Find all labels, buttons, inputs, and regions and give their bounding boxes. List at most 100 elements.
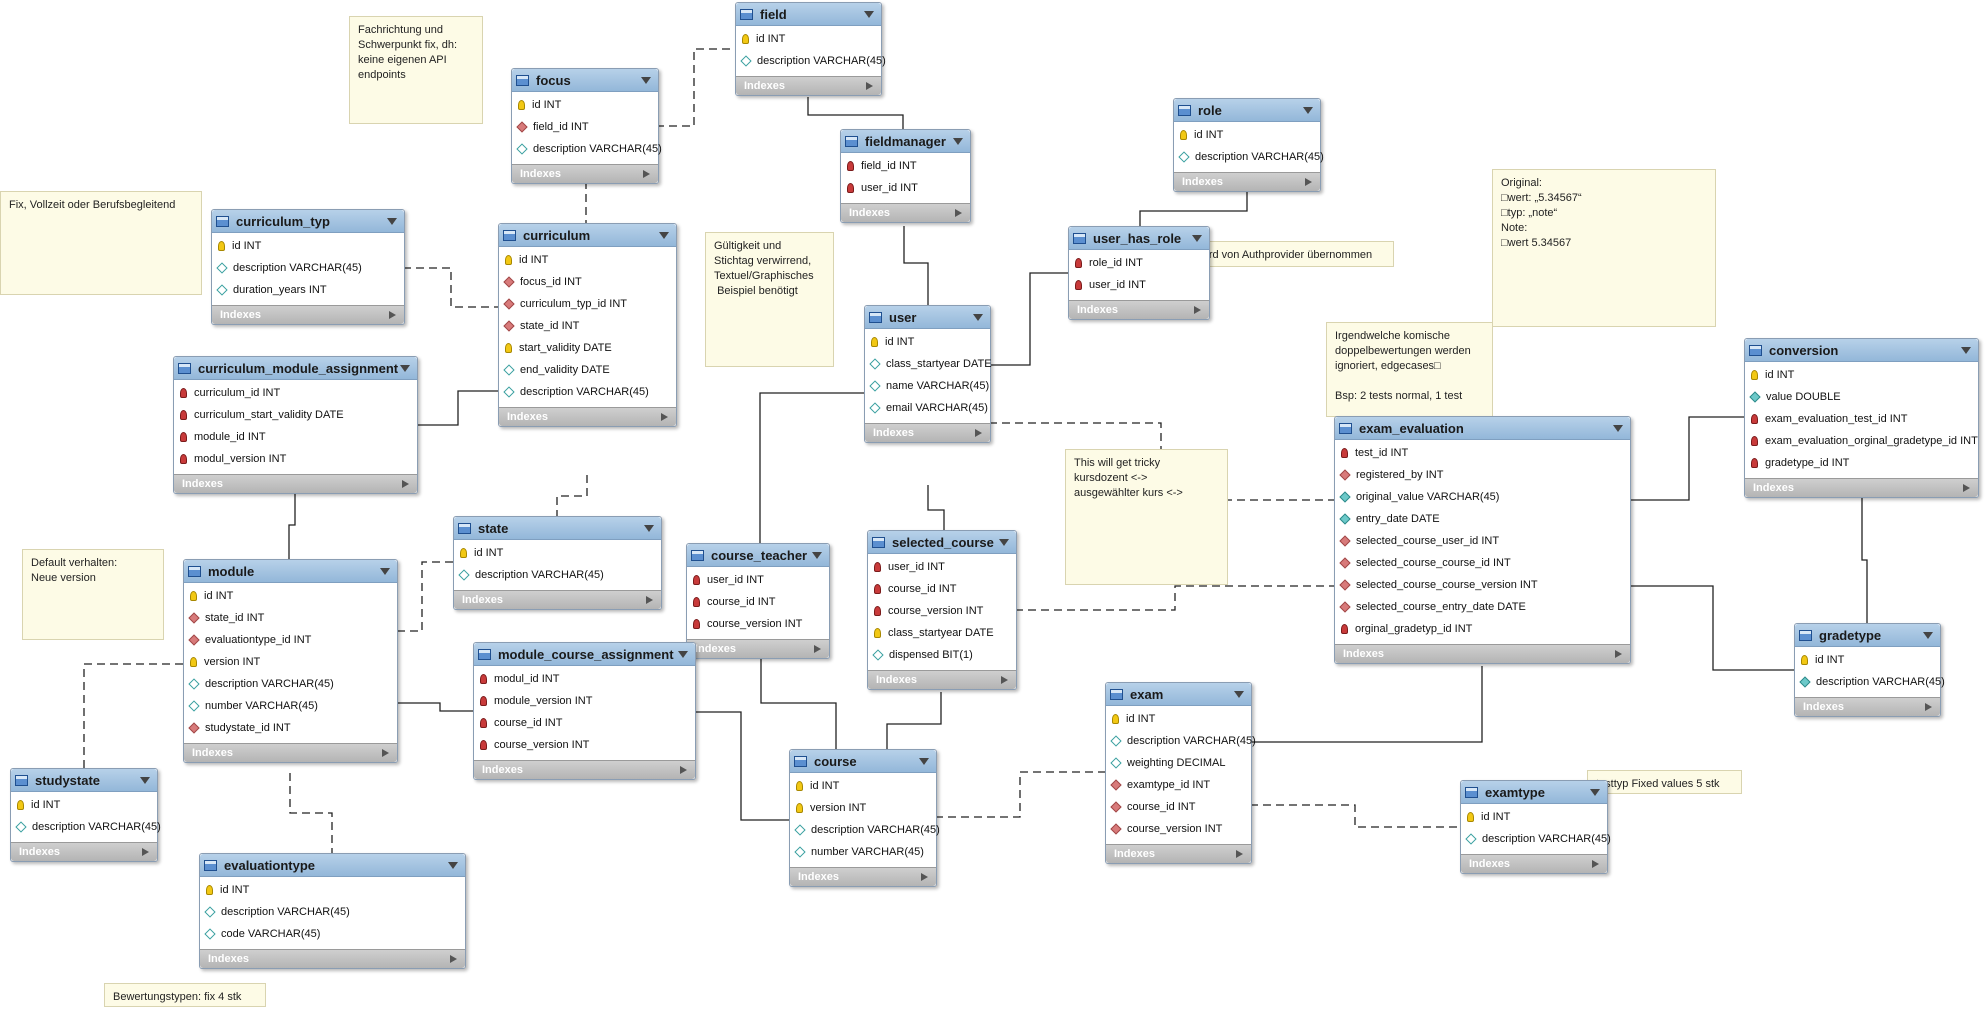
note-vollzeit[interactable]: Fix, Vollzeit oder Berufsbegleitend <box>0 191 202 295</box>
column-row[interactable]: id INT <box>499 249 676 271</box>
column-row[interactable]: selected_course_user_id INT <box>1335 530 1630 552</box>
expand-arrow-icon[interactable] <box>389 311 396 319</box>
column-row[interactable]: id INT <box>865 331 990 353</box>
column-row[interactable]: number VARCHAR(45) <box>790 841 936 863</box>
column-row[interactable]: evaluationtype_id INT <box>184 629 397 651</box>
dropdown-arrow-icon[interactable] <box>400 364 410 372</box>
indexes-section[interactable]: Indexes <box>11 842 157 861</box>
column-row[interactable]: weighting DECIMAL <box>1106 752 1251 774</box>
expand-arrow-icon[interactable] <box>1925 703 1932 711</box>
column-row[interactable]: description VARCHAR(45) <box>499 381 676 403</box>
column-row[interactable]: duration_years INT <box>212 279 404 301</box>
column-row[interactable]: field_id INT <box>512 116 658 138</box>
table-header[interactable]: curriculum <box>499 224 676 247</box>
column-row[interactable]: description VARCHAR(45) <box>11 816 161 838</box>
column-row[interactable]: studystate_id INT <box>184 717 397 739</box>
column-row[interactable]: test_id INT <box>1335 442 1630 464</box>
column-row[interactable]: curriculum_id INT <box>174 382 417 404</box>
column-row[interactable]: id INT <box>512 94 658 116</box>
column-row[interactable]: user_id INT <box>841 177 970 199</box>
indexes-section[interactable]: Indexes <box>1795 697 1940 716</box>
table-header[interactable]: studystate <box>11 769 157 792</box>
dropdown-arrow-icon[interactable] <box>1303 106 1313 114</box>
table-header[interactable]: selected_course <box>868 531 1016 554</box>
column-row[interactable]: description VARCHAR(45) <box>736 50 886 72</box>
column-row[interactable]: course_id INT <box>687 591 829 613</box>
table-header[interactable]: gradetype <box>1795 624 1940 647</box>
table-header[interactable]: focus <box>512 69 658 92</box>
note-fachrichtung[interactable]: Fachrichtung und Schwerpunkt fix, dh: ke… <box>349 16 483 124</box>
expand-arrow-icon[interactable] <box>1236 850 1243 858</box>
indexes-section[interactable]: Indexes <box>212 305 404 324</box>
column-row[interactable]: version INT <box>184 651 397 673</box>
column-row[interactable]: description VARCHAR(45) <box>184 673 397 695</box>
column-row[interactable]: email VARCHAR(45) <box>865 397 990 419</box>
expand-arrow-icon[interactable] <box>643 170 650 178</box>
table-header[interactable]: state <box>454 517 661 540</box>
table-header[interactable]: user <box>865 306 990 329</box>
column-row[interactable]: examtype_id INT <box>1106 774 1251 796</box>
column-row[interactable]: id INT <box>790 775 936 797</box>
note-testtyp[interactable]: testtyp Fixed values 5 stk <box>1587 770 1742 794</box>
column-row[interactable]: selected_course_course_id INT <box>1335 552 1630 574</box>
expand-arrow-icon[interactable] <box>661 413 668 421</box>
column-row[interactable]: module_id INT <box>174 426 417 448</box>
expand-arrow-icon[interactable] <box>382 749 389 757</box>
expand-arrow-icon[interactable] <box>866 82 873 90</box>
dropdown-arrow-icon[interactable] <box>1923 631 1933 639</box>
column-row[interactable]: course_version INT <box>1106 818 1251 840</box>
expand-arrow-icon[interactable] <box>1194 306 1201 314</box>
column-row[interactable]: course_version INT <box>868 600 1016 622</box>
indexes-section[interactable]: Indexes <box>1461 854 1607 873</box>
table-header[interactable]: fieldmanager <box>841 130 970 153</box>
column-row[interactable]: description VARCHAR(45) <box>212 257 404 279</box>
indexes-section[interactable]: Indexes <box>1745 478 1978 497</box>
note-doppel[interactable]: Irgendwelche komische doppelbewertungen … <box>1326 322 1493 417</box>
expand-arrow-icon[interactable] <box>680 766 687 774</box>
expand-arrow-icon[interactable] <box>402 480 409 488</box>
expand-arrow-icon[interactable] <box>646 596 653 604</box>
note-gueltigkeit[interactable]: Gültigkeit und Stichtag verwirrend, Text… <box>705 232 834 367</box>
column-row[interactable]: field_id INT <box>841 155 970 177</box>
indexes-section[interactable]: Indexes <box>474 760 695 779</box>
dropdown-arrow-icon[interactable] <box>678 650 688 658</box>
column-row[interactable]: value DOUBLE <box>1745 386 1978 408</box>
column-row[interactable]: exam_evaluation_orginal_gradetype_id INT <box>1745 430 1978 452</box>
column-row[interactable]: version INT <box>790 797 936 819</box>
column-row[interactable]: id INT <box>11 794 157 816</box>
column-row[interactable]: user_id INT <box>1069 274 1209 296</box>
column-row[interactable]: entry_date DATE <box>1335 508 1630 530</box>
dropdown-arrow-icon[interactable] <box>999 538 1009 546</box>
dropdown-arrow-icon[interactable] <box>448 861 458 869</box>
expand-arrow-icon[interactable] <box>1001 676 1008 684</box>
table-header[interactable]: course <box>790 750 936 773</box>
column-row[interactable]: id INT <box>1745 364 1978 386</box>
expand-arrow-icon[interactable] <box>921 873 928 881</box>
dropdown-arrow-icon[interactable] <box>387 217 397 225</box>
note-tricky[interactable]: This will get tricky kursdozent <-> ausg… <box>1065 449 1228 585</box>
table-header[interactable]: examtype <box>1461 781 1607 804</box>
indexes-section[interactable]: Indexes <box>184 743 397 762</box>
dropdown-arrow-icon[interactable] <box>973 313 983 321</box>
dropdown-arrow-icon[interactable] <box>864 10 874 18</box>
dropdown-arrow-icon[interactable] <box>644 524 654 532</box>
column-row[interactable]: code VARCHAR(45) <box>200 923 465 945</box>
expand-arrow-icon[interactable] <box>1963 484 1970 492</box>
column-row[interactable]: class_startyear DATE <box>865 353 992 375</box>
indexes-section[interactable]: Indexes <box>454 590 661 609</box>
column-row[interactable]: focus_id INT <box>499 271 676 293</box>
column-row[interactable]: orginal_gradetyp_id INT <box>1335 618 1630 640</box>
table-header[interactable]: course_teacher <box>687 544 829 567</box>
note-original[interactable]: Original: □wert: „5.34567“ □typ: „note“ … <box>1492 169 1716 327</box>
